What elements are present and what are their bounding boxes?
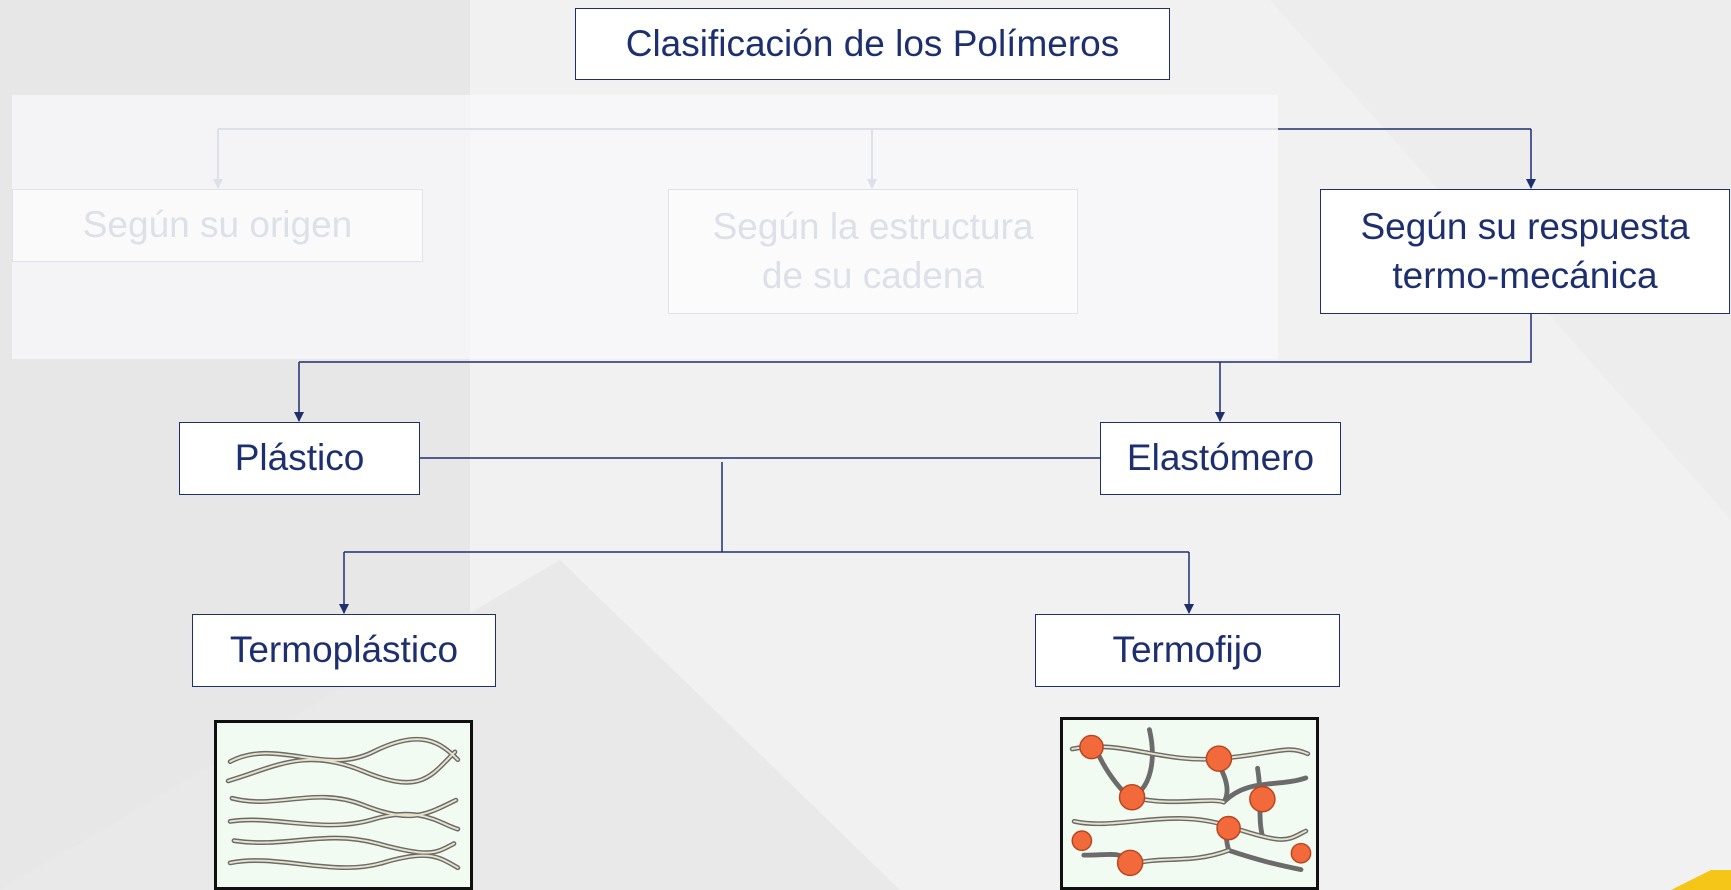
- category-origin: Según su origen: [12, 189, 423, 262]
- type-plastic: Plástico: [179, 422, 420, 495]
- yellow-corner-accent: [1671, 870, 1731, 890]
- subtype-thermoset: Termofijo: [1035, 614, 1340, 687]
- response-type-connectors: [294, 314, 1532, 614]
- type-elastomer: Elastómero: [1100, 422, 1341, 495]
- highlighted-category-connector: [1278, 128, 1536, 189]
- category-thermomechanical-response: Según su respuesta termo-mecánica: [1320, 189, 1730, 314]
- category-chain-structure: Según la estructura de su cadena: [668, 189, 1078, 314]
- subtype-thermoplastic: Termoplástico: [192, 614, 496, 687]
- faded-category-connectors: [213, 128, 1278, 189]
- thermoset-crosslinked-network-icon: [1060, 717, 1319, 890]
- diagram-title: Clasificación de los Polímeros: [575, 8, 1170, 80]
- thermoplastic-linear-chains-icon: [214, 720, 473, 890]
